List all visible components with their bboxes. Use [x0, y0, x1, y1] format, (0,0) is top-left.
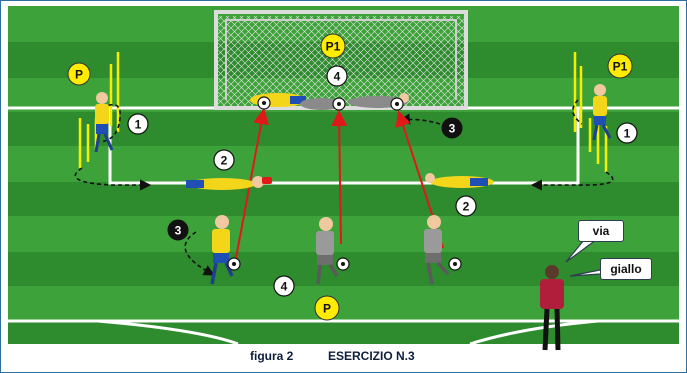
svg-text:P: P	[323, 302, 331, 316]
player-diving-right	[425, 173, 494, 188]
svg-text:P1: P1	[613, 60, 628, 74]
player-diving-left	[186, 176, 272, 190]
step-marker-3-left: 3	[167, 219, 189, 241]
cone-pole-icon	[573, 52, 608, 172]
role-badge-p1-right: P1	[607, 53, 633, 79]
striker-yellow	[210, 215, 234, 285]
role-badge-p-bottom: P	[314, 295, 340, 321]
coach	[540, 265, 564, 351]
svg-text:P1: P1	[326, 40, 341, 54]
player-right-cone	[592, 84, 612, 141]
svg-text:1: 1	[624, 127, 631, 141]
player-left-cone	[94, 92, 114, 153]
step-marker-4-bottom: 4	[273, 275, 295, 297]
svg-text:4: 4	[334, 70, 341, 84]
goal-net-icon	[214, 10, 468, 110]
step-marker-4-goal: 4	[326, 65, 348, 87]
exercise-title: ESERCIZIO N.3	[328, 349, 415, 363]
callout-via: via	[578, 220, 624, 242]
svg-text:2: 2	[463, 200, 470, 214]
soccer-ball-pattern	[232, 101, 457, 266]
striker-gray-right	[424, 215, 450, 285]
role-badge-p-left: P	[67, 62, 91, 86]
svg-text:P: P	[75, 68, 83, 82]
step-marker-1-left: 1	[127, 113, 149, 135]
svg-text:3: 3	[449, 122, 456, 136]
step-marker-2-right: 2	[455, 195, 477, 217]
step-marker-2-left: 2	[213, 149, 235, 171]
svg-text:1: 1	[135, 118, 142, 132]
svg-text:3: 3	[175, 224, 182, 238]
striker-gray-center	[316, 217, 339, 285]
figure-caption: figura 2	[250, 349, 294, 363]
role-badge-p1-goal: P1	[320, 33, 346, 59]
callout-giallo: giallo	[600, 258, 652, 280]
step-marker-1-right: 1	[616, 122, 638, 144]
svg-text:4: 4	[281, 280, 288, 294]
svg-text:2: 2	[221, 154, 228, 168]
step-marker-3-right: 3	[441, 117, 463, 139]
